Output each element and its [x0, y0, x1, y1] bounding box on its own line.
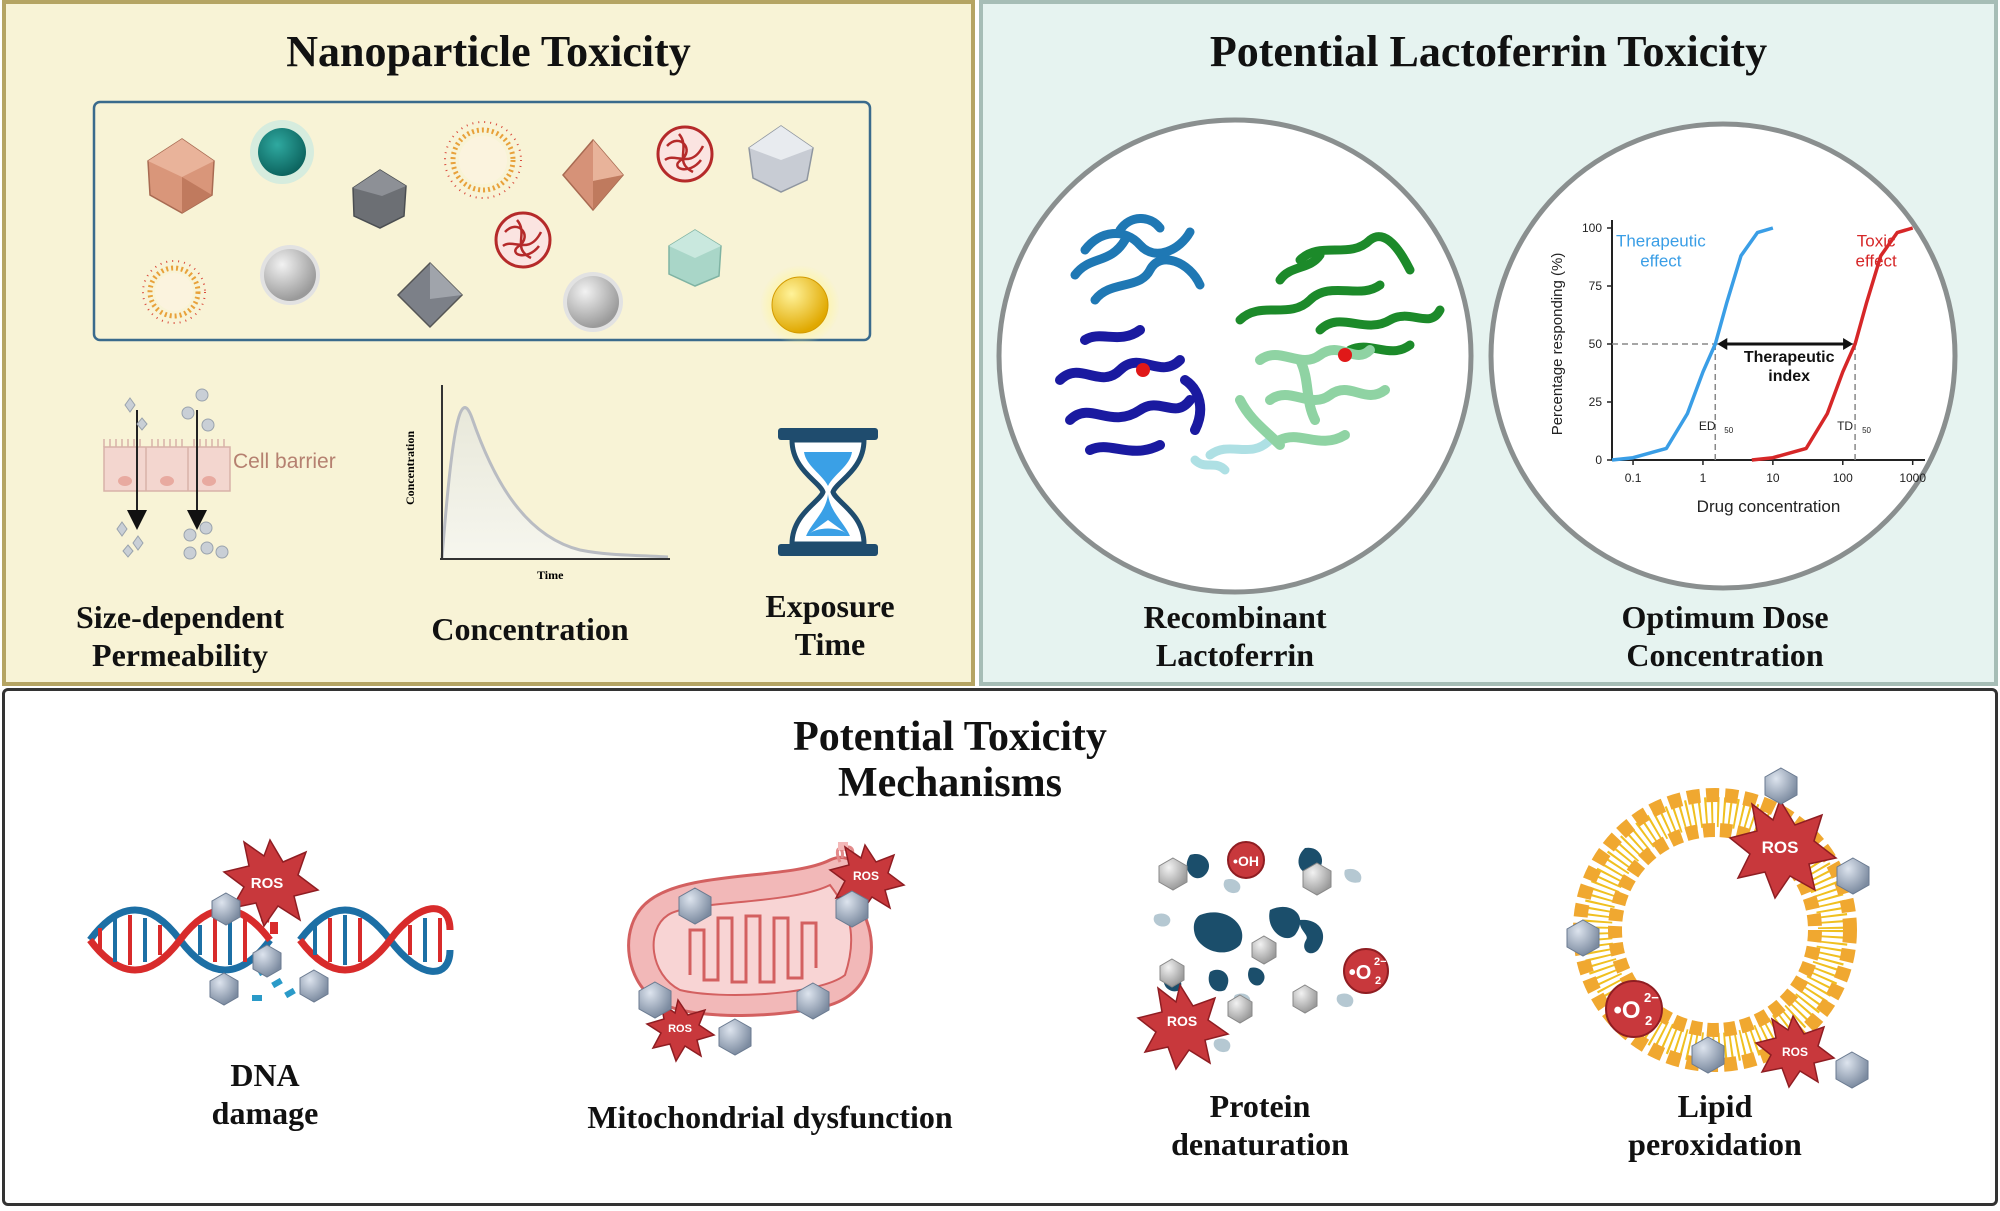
therapeutic-effect-legend: effect [1640, 252, 1682, 271]
x-tick-label: 10 [1766, 471, 1780, 485]
liposome-icon [444, 121, 522, 199]
ros-burst-icon: ROS [222, 838, 320, 928]
svg-text:2−: 2− [1644, 990, 1659, 1005]
therapeutic-index-arrowhead-right [1843, 338, 1854, 350]
mitochondrial-dysfunction-illustration: ROS ROS [627, 842, 906, 1063]
ed50-subscript: 50 [1724, 426, 1733, 435]
therapeutic-effect-curve [1611, 226, 1774, 462]
ros-burst-icon-6: ROS [1754, 1014, 1836, 1089]
protein-denaturation-label: Protein denaturation [1171, 1088, 1349, 1163]
recombinant-lactoferrin-label: Recombinant Lactoferrin [1143, 599, 1327, 674]
lipid-peroxidation-label: Lipid peroxidation [1628, 1088, 1802, 1163]
nanoparticle-gallery [142, 120, 840, 345]
x-tick-label: 0.1 [1625, 471, 1642, 485]
liposome-icon-2 [142, 260, 206, 324]
td50-subscript: 50 [1862, 426, 1871, 435]
y-tick-label: 50 [1589, 337, 1603, 351]
td50-label: TD [1837, 419, 1853, 433]
svg-text:•OH: •OH [1233, 853, 1259, 869]
cell-barrier-illustration [103, 388, 231, 560]
nanoparticle-panel-title: Nanoparticle Toxicity [286, 27, 691, 76]
y-tick-label: 0 [1595, 453, 1602, 467]
svg-text:•O: •O [1349, 962, 1372, 984]
mitochondrial-dysfunction-label: Mitochondrial dysfunction [587, 1099, 953, 1135]
toxic-effect-legend: Toxic [1857, 232, 1896, 251]
svg-text:ROS: ROS [1762, 838, 1799, 857]
mechanisms-panel-title: Potential Toxicity Mechanisms [793, 714, 1107, 807]
svg-text:ROS: ROS [853, 869, 879, 883]
silver-sphere-icon-2 [563, 272, 623, 332]
lipid-peroxidation-illustration: ROS ROS •O 2 2− [1566, 767, 1870, 1089]
superoxide-icon-2: •O 2 2− [1605, 980, 1663, 1038]
red-nanogel-icon [656, 125, 714, 183]
optimum-dose-label: Optimum Dose Concentration [1621, 599, 1829, 674]
red-nanogel-icon-2 [494, 211, 552, 269]
svg-text:2: 2 [1645, 1013, 1652, 1028]
svg-text:ROS: ROS [1782, 1045, 1808, 1059]
svg-text:ROS: ROS [1167, 1013, 1197, 1029]
teal-sphere-icon [250, 120, 314, 184]
grey-octahedron-icon [396, 261, 464, 329]
grey-polyhedron-icon [352, 169, 407, 229]
curve-x-label: Time [537, 568, 564, 582]
copper-octahedron-icon [562, 138, 624, 212]
therapeutic-effect-legend: Therapeutic [1616, 232, 1706, 251]
concentration-time-curve [440, 385, 670, 560]
concentration-label: Concentration [431, 611, 629, 647]
x-tick-label: 100 [1833, 471, 1853, 485]
toxic-effect-legend: effect [1855, 252, 1897, 271]
svg-text:2: 2 [1375, 975, 1381, 987]
x-tick-label: 1000 [1899, 471, 1926, 485]
y-axis-title: Percentage responding (%) [1549, 253, 1566, 436]
y-tick-label: 25 [1589, 395, 1603, 409]
therapeutic-index-arrowhead-left [1717, 338, 1728, 350]
gold-sphere-icon [760, 265, 840, 345]
copper-polyhedron-icon [147, 138, 215, 214]
x-tick-label: 1 [1700, 471, 1707, 485]
silver-sphere-icon [260, 245, 320, 305]
ed50-label: ED [1699, 419, 1716, 433]
y-tick-label: 75 [1589, 279, 1603, 293]
silver-polyhedron-icon [748, 125, 814, 193]
lactoferrin-panel-title: Potential Lactoferrin Toxicity [1209, 27, 1768, 76]
ros-burst-icon-4: ROS [1136, 983, 1230, 1071]
svg-text:ROS: ROS [668, 1023, 692, 1035]
hourglass-icon [778, 428, 878, 556]
y-tick-label: 100 [1582, 221, 1602, 235]
svg-text:2−: 2− [1374, 956, 1387, 968]
toxic-effect-curve [1751, 226, 1914, 462]
svg-text:•O: •O [1613, 997, 1640, 1024]
dose-response-frame [1488, 121, 1958, 591]
cell-barrier-label: Cell barrier [233, 450, 336, 473]
exposure-time-label: Exposure Time [765, 588, 895, 663]
protein-structure-frame [996, 117, 1474, 595]
svg-text:ROS: ROS [251, 875, 284, 892]
dna-damage-label: DNA damage [211, 1057, 319, 1132]
curve-y-label: Concentration [403, 431, 417, 505]
hydroxyl-radical-icon: •OH [1227, 841, 1265, 879]
x-axis-title: Drug concentration [1697, 497, 1841, 516]
therapeutic-index-label: index [1768, 368, 1810, 385]
recombinant-lactoferrin-structure [1055, 214, 1445, 475]
ros-burst-icon-3: ROS [645, 998, 716, 1063]
ros-burst-icon-5: ROS [1728, 798, 1838, 900]
mint-polyhedron-icon [668, 229, 722, 287]
therapeutic-index-label: Therapeutic [1744, 349, 1835, 366]
size-dependent-permeability-label: Size-dependent Permeability [76, 599, 284, 674]
dna-damage-illustration: ROS [87, 838, 454, 1006]
